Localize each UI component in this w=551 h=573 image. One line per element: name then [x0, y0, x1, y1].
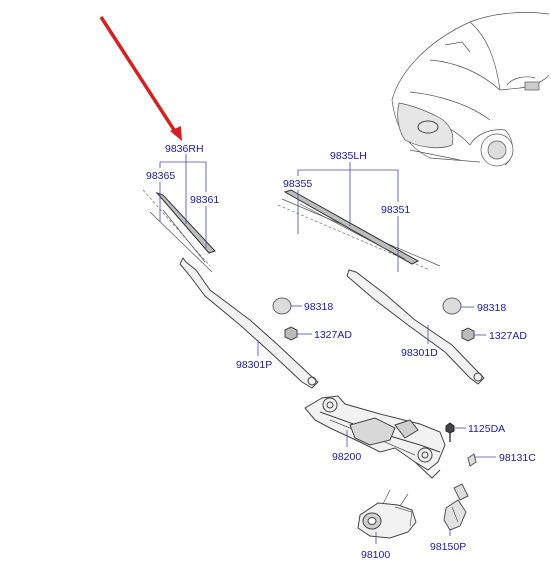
- wiper-linkage-assembly: [304, 395, 446, 479]
- part-label-1125da: 1125DA: [468, 423, 505, 435]
- part-label-98301d: 98301D: [401, 347, 438, 359]
- pivot-cap-lh: [442, 297, 462, 315]
- pivot-cap-rh: [272, 297, 292, 315]
- linkage-bolt: [445, 422, 455, 442]
- part-label-9836rh: 9836RH: [165, 143, 204, 155]
- part-label-98361: 98361: [190, 194, 219, 206]
- part-label-9835lh: 9835LH: [330, 150, 367, 162]
- part-label-98351: 98351: [381, 204, 410, 216]
- part-label-1327ad-lh: 1327AD: [489, 330, 527, 342]
- part-label-98200: 98200: [332, 451, 361, 463]
- highlight-arrow: [99, 16, 182, 141]
- lh-wiper-arm: [346, 269, 485, 385]
- part-label-98100: 98100: [361, 549, 390, 561]
- part-labels: 9836RH 98365 98361 9835LH 98355 98351 98…: [146, 143, 536, 561]
- car-illustration: [391, 12, 550, 167]
- pivot-nut-lh: [461, 327, 475, 342]
- part-label-98365: 98365: [146, 170, 175, 182]
- part-label-98355: 98355: [283, 178, 312, 190]
- wiper-motor: [357, 489, 417, 539]
- part-label-98150p: 98150P: [430, 541, 466, 553]
- rh-wiper-arm: [179, 257, 319, 389]
- part-label-98301p: 98301P: [236, 359, 272, 371]
- part-label-98131c: 98131C: [499, 452, 536, 464]
- lh-wiper-blade: [277, 189, 441, 271]
- pivot-nut-rh: [284, 326, 298, 341]
- part-label-1327ad-rh: 1327AD: [314, 329, 352, 341]
- part-label-98318-lh: 98318: [477, 302, 506, 314]
- bracket-clip: [453, 453, 477, 501]
- leader-lines: [159, 154, 496, 544]
- motor-cover: [443, 499, 467, 531]
- part-label-98318-rh: 98318: [304, 301, 333, 313]
